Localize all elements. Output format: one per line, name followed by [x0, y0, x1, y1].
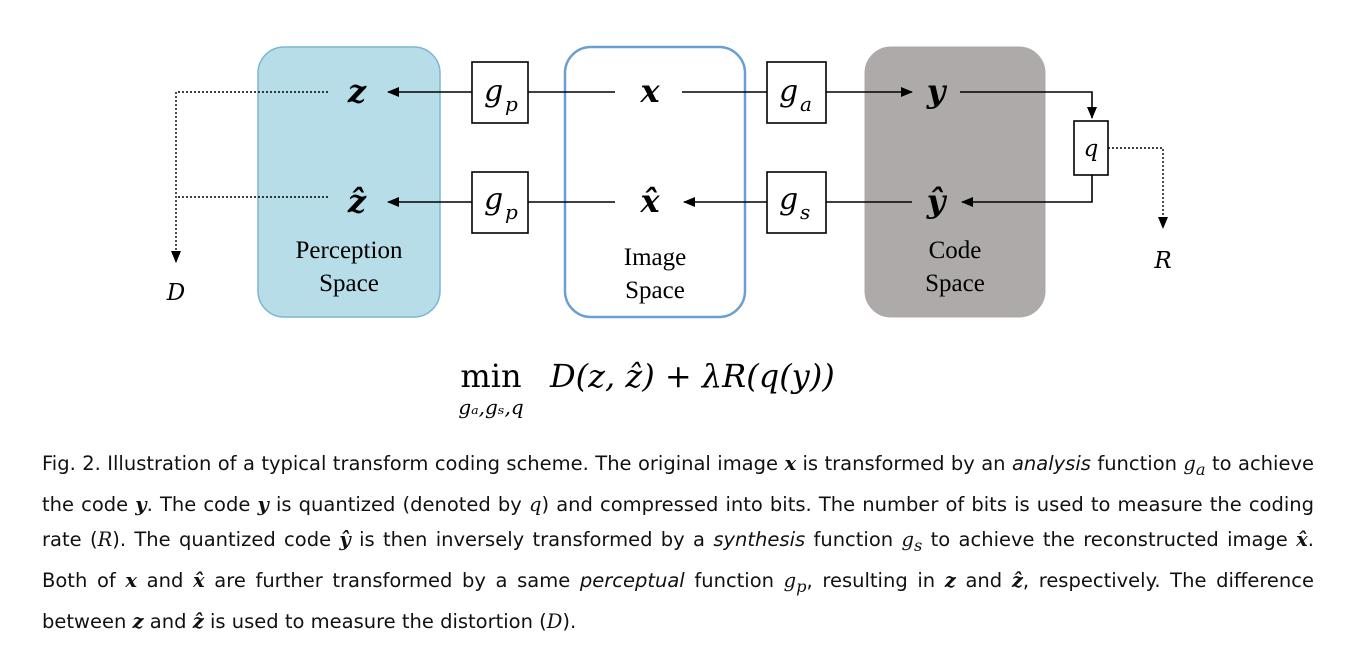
var-x: x [639, 72, 660, 110]
caption-variable: ŷ [339, 527, 351, 551]
var-x-hat: x̂ [639, 182, 660, 220]
caption-text: and [955, 568, 1012, 592]
caption-emphasis: synthesis [713, 527, 806, 551]
code-space-box [864, 46, 1046, 318]
caption-text: is then inversely transformed by a [350, 527, 714, 551]
formula-body: D(z, ẑ) + λR(q(y)) [549, 357, 835, 395]
svg-text:p: p [505, 200, 518, 224]
gp-top-box: g p [471, 61, 529, 124]
caption-text: , resulting in [806, 568, 945, 592]
caption-func-g: g [901, 527, 914, 551]
svg-text:g: g [779, 74, 798, 109]
caption-text: function [684, 568, 784, 592]
caption-symbol: R [97, 527, 113, 551]
perception-space-box [257, 46, 441, 318]
caption-func-g: g [783, 568, 797, 592]
caption-text: is transformed by an [796, 452, 1012, 475]
image-space-box [563, 45, 747, 319]
caption-text: ). [562, 609, 577, 633]
caption-func-subscript: p [796, 576, 807, 596]
caption-variable: y [257, 492, 269, 516]
svg-text:a: a [800, 92, 812, 116]
label-r: R [1153, 248, 1171, 274]
caption-variable: z [132, 609, 144, 633]
ga-box: g a [766, 61, 827, 124]
caption-text: and [137, 568, 193, 592]
caption-text: function [805, 527, 902, 551]
caption-func-subscript: a [1195, 459, 1206, 479]
image-space-label-1: Image [624, 244, 686, 271]
gp-bottom-box: g p [471, 171, 529, 234]
caption-func-g: g [1183, 452, 1196, 475]
caption-variable: x [784, 452, 797, 475]
gs-box: g s [766, 171, 827, 234]
caption-func-subscript: s [913, 535, 923, 555]
svg-text:q: q [1084, 136, 1099, 162]
formula-min: min [460, 357, 521, 395]
caption-text: are further transformed by a same [204, 568, 580, 592]
caption-text: , respectively. The difference between [42, 568, 1314, 633]
svg-text:g: g [484, 74, 503, 109]
caption-text: Illustration of a typical transform codi… [107, 452, 785, 475]
caption-text: to achieve the code [42, 452, 1314, 516]
caption-text: ). The quantized code [112, 527, 340, 551]
label-d: D [166, 280, 185, 306]
caption-text: . The code [146, 492, 258, 516]
caption-emphasis: analysis [1011, 452, 1091, 475]
svg-text:g: g [779, 182, 798, 217]
caption-fig-label: Fig. 2. [42, 452, 108, 475]
var-y-hat: ŷ [926, 182, 948, 220]
caption-text: . Both of [42, 527, 1314, 592]
code-space-label-2: Space [925, 270, 985, 297]
var-z: z [347, 72, 367, 110]
caption-text: ) and compressed into bits. The number o… [42, 492, 1315, 551]
svg-text:p: p [505, 92, 518, 116]
q-box: q [1073, 120, 1109, 176]
svg-text:s: s [800, 200, 810, 224]
caption-variable: x [125, 568, 138, 592]
caption-symbol: D [546, 609, 563, 633]
perception-space-label-2: Space [319, 270, 379, 297]
svg-text:g: g [484, 182, 503, 217]
caption-text: and [143, 609, 193, 633]
caption-variable: x̂ [193, 568, 205, 592]
var-y: y [926, 72, 948, 110]
caption-variable: ẑ [1011, 568, 1023, 592]
caption-text: is quantized (denoted by [268, 492, 529, 516]
caption-variable: x̂ [1296, 527, 1308, 551]
caption-variable: ẑ [192, 609, 204, 633]
caption-text: is used to measure the distortion ( [203, 609, 547, 633]
caption-text: to achieve the reconstructed image [922, 527, 1297, 551]
caption-text: function [1090, 452, 1184, 475]
var-z-hat: ẑ [347, 182, 367, 220]
caption-emphasis: perceptual [579, 568, 685, 592]
caption-variable: y [135, 492, 147, 516]
image-space-label-2: Space [625, 277, 685, 304]
transform-coding-diagram: Perception Space Image Space Code Space … [166, 45, 1172, 419]
code-space-label-1: Code [929, 237, 982, 264]
formula-subscript: gₐ,gₛ,q [458, 395, 523, 419]
figure-caption: Fig. 2. Illustration of a typical transf… [42, 446, 1314, 639]
caption-variable: z [944, 568, 956, 592]
perception-space-label-1: Perception [296, 237, 403, 264]
caption-symbol: q [528, 492, 542, 516]
